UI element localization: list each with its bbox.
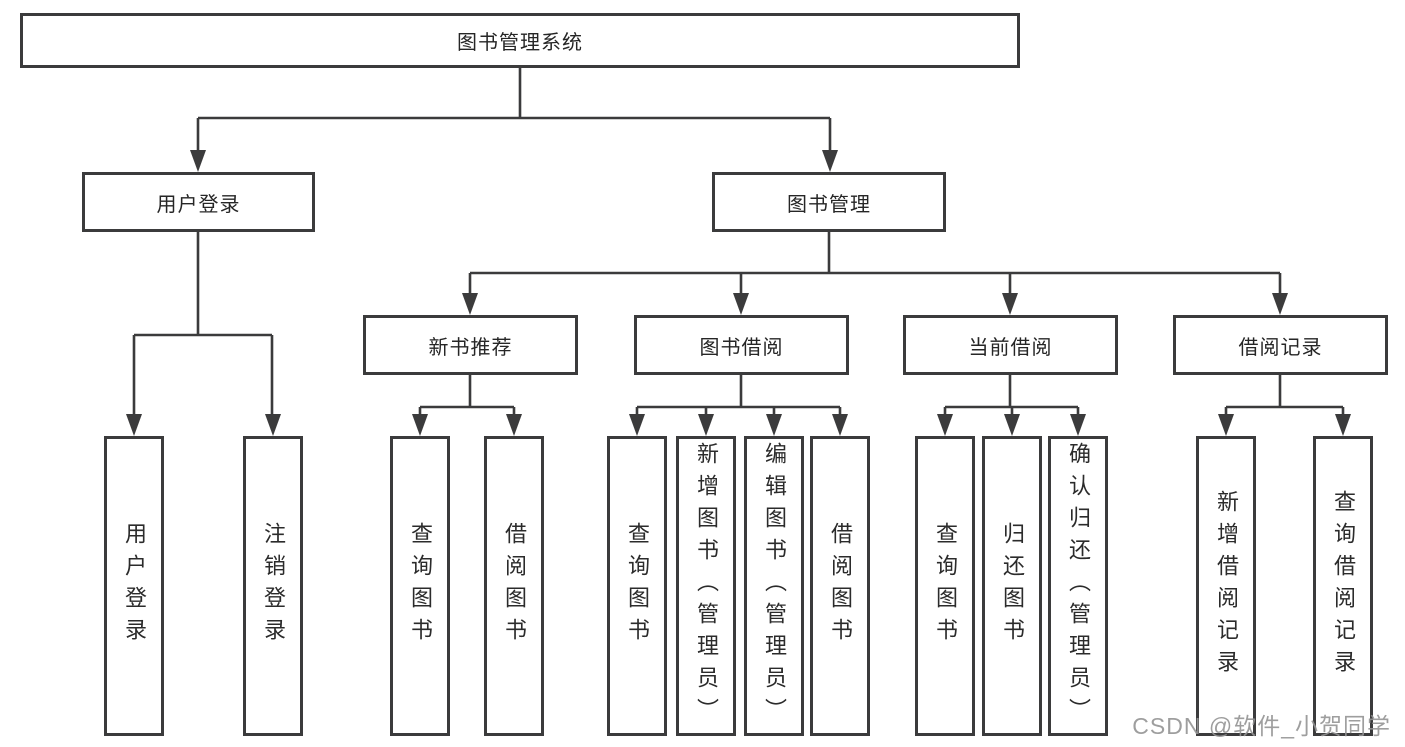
node-return-book: 归还图书 — [982, 436, 1042, 736]
node-current-borrow: 当前借阅 — [903, 315, 1118, 375]
node-root-system: 图书管理系统 — [20, 13, 1020, 68]
node-user-login-branch: 用户登录 — [82, 172, 315, 232]
node-label: 借阅图书 — [502, 522, 527, 650]
node-label: 查询借阅记录 — [1331, 490, 1356, 682]
node-query-borrow-record: 查询借阅记录 — [1313, 436, 1373, 736]
node-label: 查询图书 — [625, 522, 650, 650]
node-label: 查询图书 — [933, 522, 958, 650]
csdn-watermark: CSDN @软件_小贺同学 — [1132, 713, 1391, 739]
node-book-borrow: 图书借阅 — [634, 315, 849, 375]
node-borrow-books-recommend: 借阅图书 — [484, 436, 544, 736]
node-edit-book-admin: 编辑图书（管理员） — [744, 436, 804, 736]
node-label: 借阅图书 — [828, 522, 853, 650]
node-label: 注销登录 — [261, 522, 286, 650]
node-label: 确认归还（管理员） — [1066, 442, 1091, 730]
node-query-books-recommend: 查询图书 — [390, 436, 450, 736]
node-confirm-return-admin: 确认归还（管理员） — [1048, 436, 1108, 736]
node-label: 新增图书（管理员） — [694, 442, 719, 730]
node-borrow-records: 借阅记录 — [1173, 315, 1388, 375]
node-label: 编辑图书（管理员） — [762, 442, 787, 730]
node-add-borrow-record: 新增借阅记录 — [1196, 436, 1256, 736]
node-new-book-recommend: 新书推荐 — [363, 315, 578, 375]
node-add-book-admin: 新增图书（管理员） — [676, 436, 736, 736]
node-label: 归还图书 — [1000, 522, 1025, 650]
node-query-books-current: 查询图书 — [915, 436, 975, 736]
node-book-management-branch: 图书管理 — [712, 172, 946, 232]
node-label: 用户登录 — [122, 522, 147, 650]
node-query-books-borrow: 查询图书 — [607, 436, 667, 736]
node-logout-leaf: 注销登录 — [243, 436, 303, 736]
node-label: 新增借阅记录 — [1214, 490, 1239, 682]
node-user-login-leaf: 用户登录 — [104, 436, 164, 736]
node-label: 查询图书 — [408, 522, 433, 650]
node-borrow-books-leaf: 借阅图书 — [810, 436, 870, 736]
